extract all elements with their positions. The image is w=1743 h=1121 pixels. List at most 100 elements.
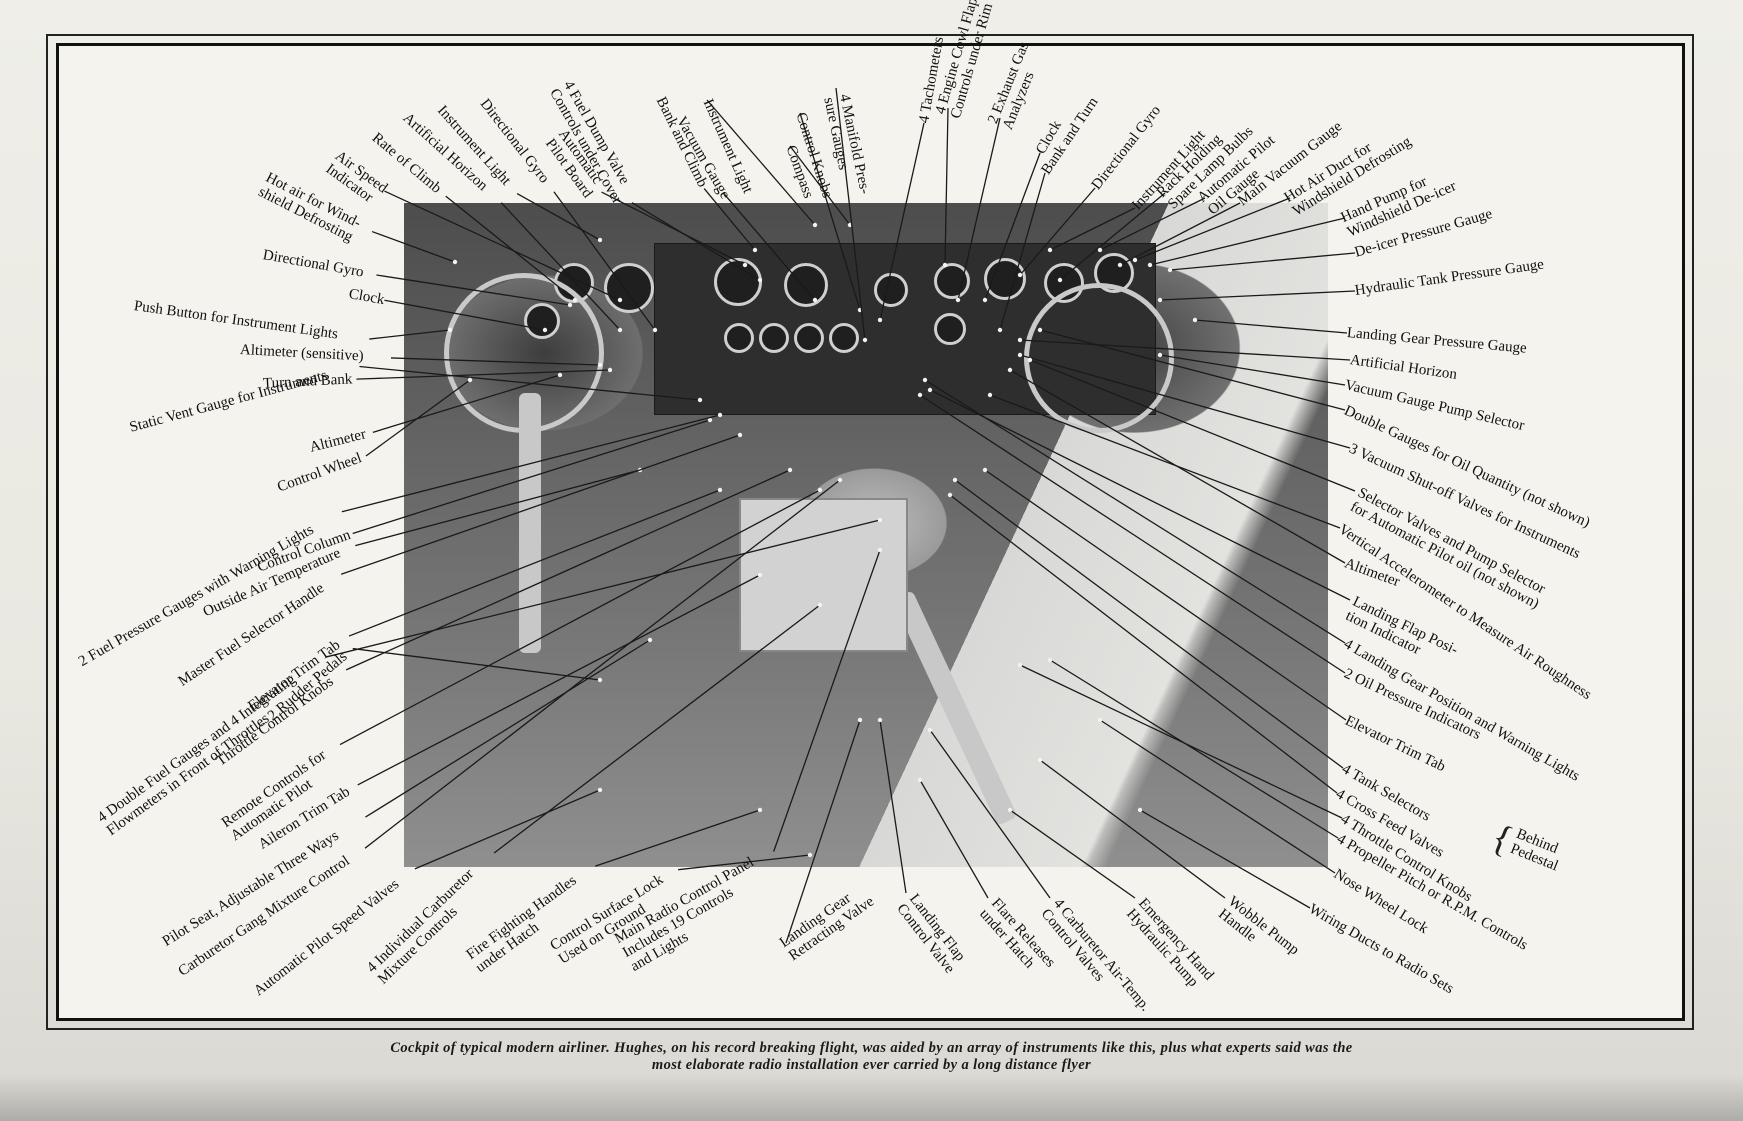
leader-line-pilot-seat [365,639,651,818]
leader-line-engine-cowl-flap [944,107,949,266]
radio-control-pedestal [739,498,908,652]
leader-arrowhead [1192,317,1198,323]
leader-line-emergency-hand [1009,809,1136,899]
leader-arrowhead [557,372,563,378]
leader-arrowhead [1017,662,1023,668]
leader-line-rudder-pedals [352,647,601,681]
leader-line-control-wheel [365,379,471,457]
leader-arrowhead [862,337,868,343]
leader-line-control-column [352,419,711,535]
leader-line-oil-pressure [919,394,1346,674]
leader-line-air-speed-indicator [384,190,621,301]
leader-arrowhead [917,777,923,783]
leader-arrowhead [607,367,613,373]
leader-arrowhead [955,297,961,303]
leader-line-remote-controls [339,489,821,746]
leader-arrowhead [737,432,743,438]
leader-line-tachometers [879,122,925,321]
leader-line-artificial-horizon-right [1019,339,1351,361]
leader-line-wobble-pump [1039,759,1226,899]
leader-line-clock-top [984,152,1041,301]
leader-arrowhead [597,237,603,243]
leader-arrowhead [717,412,723,418]
pilot-control-column [519,393,541,653]
leader-arrowhead [952,477,958,483]
leader-arrowhead [647,637,653,643]
leader-arrowhead [817,602,823,608]
leader-line-altimeter-left [372,374,561,433]
leader-arrowhead [1017,337,1023,343]
leader-arrowhead [757,277,763,283]
leader-line-selector-valves [1029,359,1356,492]
leader-line-altimeter-sensitive [390,357,601,366]
leader-arrowhead [617,327,623,333]
leader-line-directional-gyro-left [376,274,571,306]
leader-line-throttle-knobs-left [345,469,791,671]
leader-arrowhead [1027,357,1033,363]
leader-line-propeller-pitch [1049,659,1339,839]
leader-line-individual-carburetor [493,604,821,854]
leader-line-flare-releases [919,779,989,899]
leader-arrowhead [652,327,658,333]
leader-line-vacuum-shutoff [1019,354,1351,449]
leader-line-landing-gear-pressure [1194,319,1348,334]
leader-arrowhead [707,417,713,423]
leader-arrowhead [1007,367,1013,373]
leader-line-rate-of-climb [445,195,576,301]
caption-line1: Cockpit of typical modern airliner. Hugh… [390,1040,1353,1056]
leader-arrowhead [812,297,818,303]
leader-line-master-fuel [340,434,741,575]
leader-line-elevator-trim-right [984,469,1347,721]
copilot-control-wheel [1024,283,1174,433]
leader-line-compass [789,145,851,226]
caption-line2: most elaborate radio installation ever c… [651,1057,1092,1073]
leader-line-automatic-pilot-oil [1099,197,1206,251]
leader-arrowhead [927,727,933,733]
gauge [724,323,754,353]
leader-arrowhead [877,517,883,523]
leader-arrowhead [787,467,793,473]
leader-arrowhead [857,717,863,723]
leader-line-fire-fighting [595,809,761,867]
leader-arrowhead [1037,757,1043,763]
leader-line-fuel-pressure [341,414,721,513]
gauge [874,273,908,307]
leader-line-manifold-pressure [835,87,866,341]
page-gutter-shadow [0,1075,1743,1121]
leader-arrowhead [922,377,928,383]
leader-arrowhead [597,677,603,683]
leader-line-bank-and-climb [703,188,756,251]
gauge [759,323,789,353]
leader-arrowhead [467,377,473,383]
figure-caption: Cockpit of typical modern airliner. Hugh… [0,1040,1743,1074]
leader-arrowhead [982,297,988,303]
leader-line-landing-gear-valve [785,719,861,944]
leader-arrowhead [917,392,923,398]
leader-line-main-radio [773,549,881,852]
leader-arrowhead [987,392,993,398]
leader-arrowhead [807,852,813,858]
leader-line-auto-pilot-speed [414,789,601,870]
leader-line-static-vent [359,365,701,401]
leader-line-hot-air-windshield-left [371,230,456,263]
leader-arrowhead [447,327,453,333]
leader-line-instrument-light-right [1049,207,1136,251]
leader-line-carburetor-air-temp [929,729,1051,899]
leader-line-double-gauges-oil [1039,329,1346,411]
leader-arrowhead [617,297,623,303]
leader-line-main-vacuum [1119,202,1241,266]
leader-line-artificial-horizon-left [500,202,621,331]
leader-arrowhead [597,787,603,793]
leader-arrowhead [742,262,748,268]
leader-arrowhead [1117,262,1123,268]
leader-arrowhead [812,222,818,228]
leader-line-hand-pump-deicer [1149,217,1346,266]
leader-arrowhead [1167,267,1173,273]
leader-line-rack-holding [1059,192,1166,281]
leader-line-fuel-dump-valve [631,202,761,281]
leader-line-vacuum-pump-selector [1159,354,1346,386]
leader-line-deicer-pressure [1169,252,1356,271]
leader-arrowhead [1047,247,1053,253]
leader-arrowhead [1037,327,1043,333]
leader-line-hydraulic-tank [1159,290,1356,301]
